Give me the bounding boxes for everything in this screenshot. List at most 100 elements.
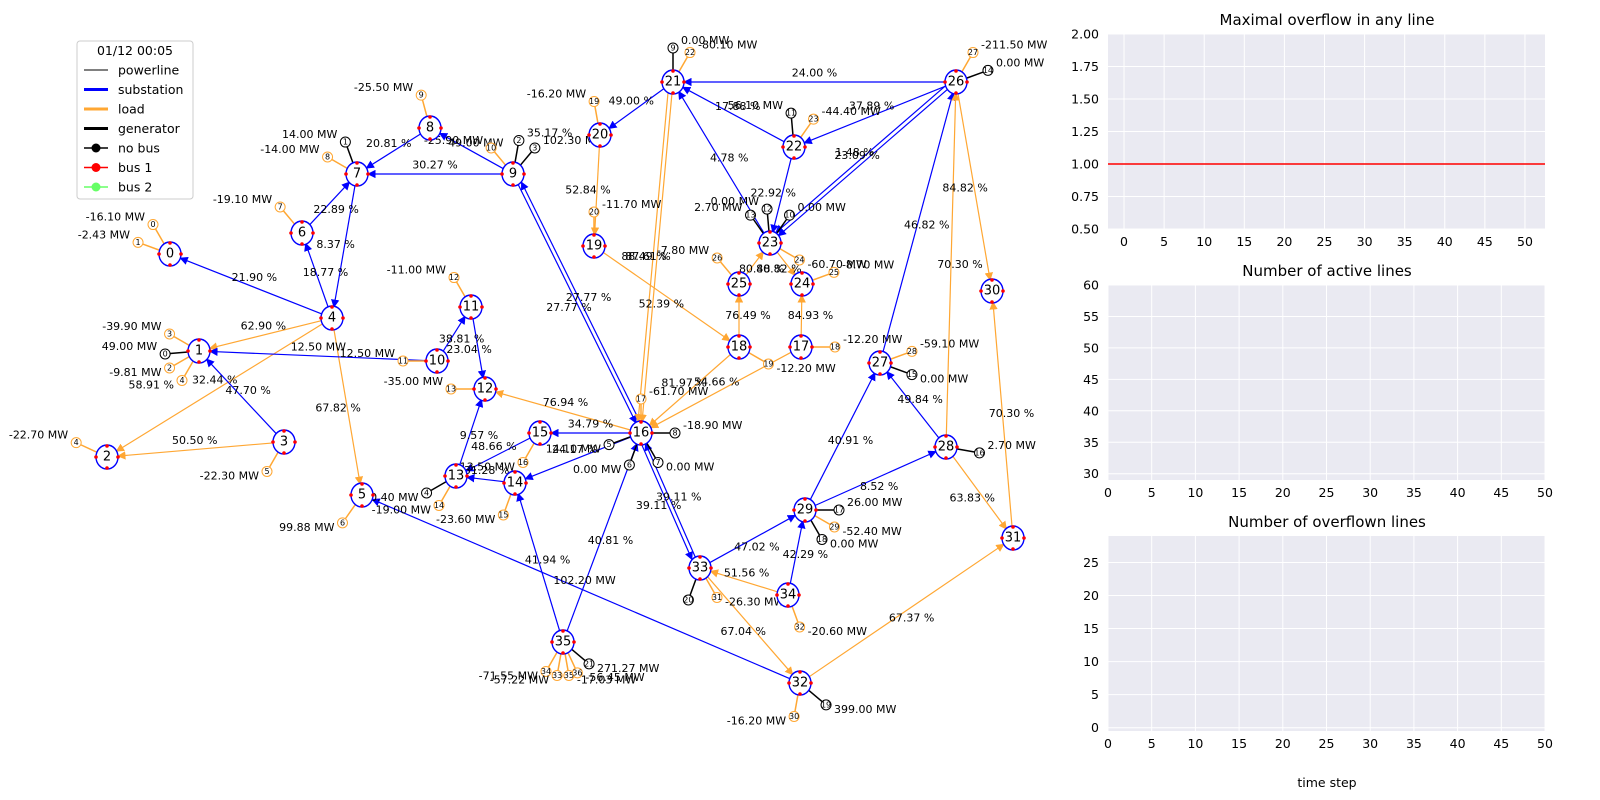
generator-marker[interactable]	[421, 487, 433, 499]
load-marker[interactable]	[793, 254, 805, 266]
powerline-23-24[interactable]	[776, 251, 796, 276]
substation-node[interactable]: 8	[417, 115, 443, 141]
load-marker[interactable]	[132, 236, 144, 248]
powerline-22-21[interactable]	[681, 86, 785, 143]
generator-marker[interactable]	[583, 658, 595, 670]
load-marker[interactable]	[829, 341, 841, 353]
substation-node[interactable]: 7	[344, 161, 370, 187]
powerline-31-30[interactable]	[989, 301, 1013, 528]
generator-marker[interactable]	[833, 504, 845, 516]
substation-node[interactable]: 5	[349, 482, 375, 508]
load-marker[interactable]	[261, 465, 273, 477]
substation-node[interactable]: 33	[687, 555, 713, 581]
substation-node[interactable]: 12	[472, 376, 498, 402]
substation-node[interactable]: 18	[726, 334, 752, 360]
load-marker[interactable]	[684, 47, 696, 59]
powerline-29-28[interactable]	[814, 450, 937, 507]
load-marker[interactable]	[433, 499, 445, 511]
generator-marker[interactable]	[159, 348, 171, 360]
load-marker[interactable]	[762, 358, 774, 370]
substation-node[interactable]: 24	[789, 271, 815, 297]
powerline-10-11[interactable]	[442, 315, 466, 353]
substation-node[interactable]: 4	[319, 305, 345, 331]
powerline-20-19[interactable]	[590, 145, 601, 236]
load-marker[interactable]	[164, 328, 176, 340]
substation-node[interactable]: 11	[458, 294, 484, 320]
powerline-28-31[interactable]	[952, 455, 1007, 530]
powerline-7-4[interactable]	[331, 184, 356, 308]
powerline-18-16[interactable]	[648, 353, 732, 427]
load-marker[interactable]	[635, 393, 647, 405]
powerline-34-29[interactable]	[789, 519, 806, 585]
substation-node[interactable]: 15	[527, 420, 553, 446]
load-marker[interactable]	[336, 517, 348, 529]
load-marker[interactable]	[445, 383, 457, 395]
substation-node[interactable]: 31	[1000, 525, 1026, 551]
substation-node[interactable]: 35	[550, 629, 576, 655]
generator-marker[interactable]	[652, 456, 664, 468]
powerline-4-0[interactable]	[179, 256, 322, 315]
substation-node[interactable]: 30	[979, 278, 1005, 304]
load-marker[interactable]	[828, 521, 840, 533]
powerline-11-12[interactable]	[472, 317, 487, 379]
substation-node[interactable]: 1	[186, 338, 212, 364]
powerline-32-31[interactable]	[808, 543, 1005, 678]
substation-node[interactable]: 25	[726, 271, 752, 297]
load-marker[interactable]	[588, 96, 600, 108]
load-marker[interactable]	[788, 710, 800, 722]
substation-node[interactable]: 34	[775, 582, 801, 608]
load-marker[interactable]	[906, 345, 918, 357]
powerline-26-30[interactable]	[957, 92, 993, 281]
powerline-21-20[interactable]	[608, 87, 665, 130]
generator-marker[interactable]	[816, 533, 828, 545]
load-marker[interactable]	[967, 47, 979, 59]
load-marker[interactable]	[711, 252, 723, 264]
substation-node[interactable]: 21	[660, 69, 686, 95]
generator-marker[interactable]	[623, 459, 635, 471]
powerline-9-8[interactable]	[438, 132, 504, 170]
powerline-19-18[interactable]	[602, 251, 731, 342]
load-marker[interactable]	[70, 437, 82, 449]
substation-node[interactable]: 19	[581, 233, 607, 259]
powerline-26-23[interactable]	[777, 88, 949, 237]
powerline-4-5[interactable]	[333, 328, 364, 485]
powerline-21-16[interactable]	[634, 92, 669, 423]
substation-node[interactable]: 32	[787, 670, 813, 696]
powerline-17-24[interactable]	[797, 294, 806, 337]
substation-node[interactable]: 14	[502, 470, 528, 496]
generator-marker[interactable]	[785, 107, 797, 119]
powerline-9-16[interactable]	[517, 183, 637, 424]
substation-node[interactable]: 16	[628, 420, 654, 446]
powerline-26-22[interactable]	[803, 85, 947, 144]
generator-marker[interactable]	[339, 136, 351, 148]
load-marker[interactable]	[588, 206, 600, 218]
powerline-28-26[interactable]	[945, 92, 960, 437]
powerline-29-27[interactable]	[809, 372, 876, 501]
load-marker[interactable]	[415, 89, 427, 101]
generator-marker[interactable]	[513, 135, 525, 147]
generator-marker[interactable]	[669, 427, 681, 439]
generator-marker[interactable]	[761, 203, 773, 215]
powerline-16-12[interactable]	[494, 389, 631, 431]
powerline-25-23[interactable]	[745, 251, 764, 276]
powerline-4-2[interactable]	[115, 323, 323, 452]
powerline-26-23[interactable]	[775, 85, 946, 234]
substation-node[interactable]: 10	[424, 348, 450, 374]
substation-node[interactable]: 13	[443, 463, 469, 489]
powerline-3-2[interactable]	[117, 442, 274, 460]
load-marker[interactable]	[794, 621, 806, 633]
powerline-33-32[interactable]	[706, 575, 794, 676]
generator-marker[interactable]	[784, 209, 796, 221]
load-marker[interactable]	[571, 667, 583, 679]
load-marker[interactable]	[274, 201, 286, 213]
generator-marker[interactable]	[982, 64, 994, 76]
powerline-35-14[interactable]	[516, 492, 561, 632]
load-marker[interactable]	[828, 266, 840, 278]
powerline-15-13[interactable]	[465, 437, 531, 472]
load-marker[interactable]	[497, 509, 509, 521]
load-marker[interactable]	[176, 374, 188, 386]
powerline-10-1[interactable]	[209, 347, 427, 362]
generator-marker[interactable]	[744, 209, 756, 221]
powerline-21-16[interactable]	[638, 92, 673, 423]
load-marker[interactable]	[322, 151, 334, 163]
